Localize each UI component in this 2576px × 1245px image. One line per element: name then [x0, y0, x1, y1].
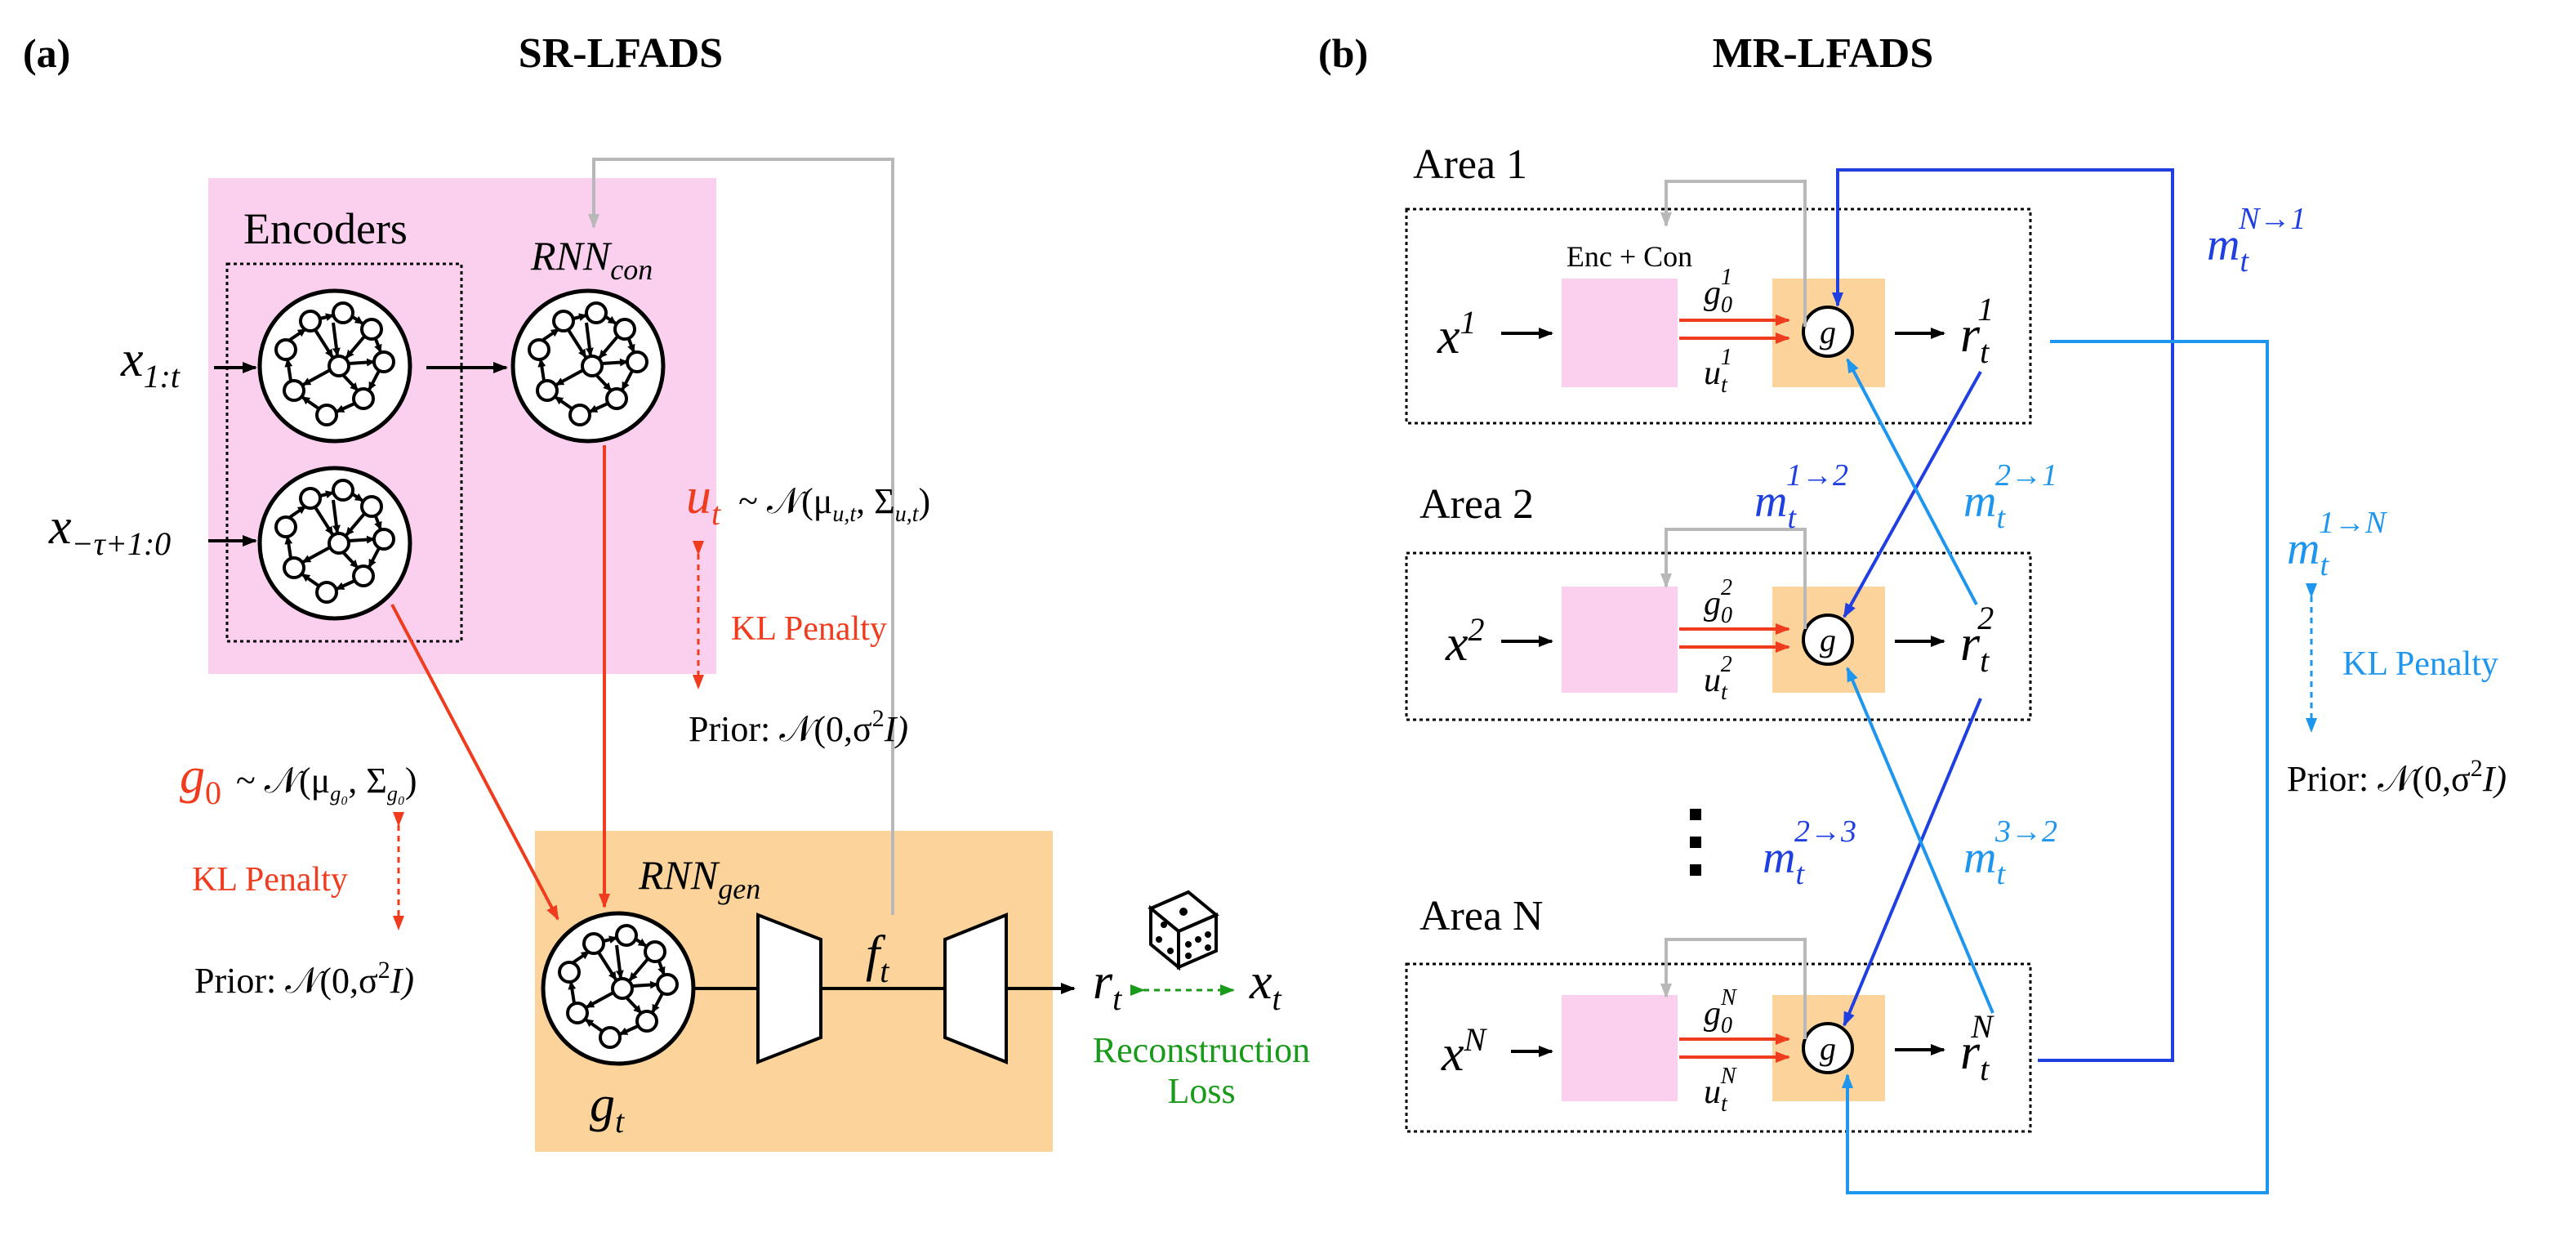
area-1-enc [1562, 279, 1678, 387]
area-2-label: Area 2 [1419, 481, 1534, 528]
svg-text:g0N: g0N [1704, 985, 1737, 1038]
g-t-label: gt [590, 1077, 625, 1140]
area-n-enc [1562, 995, 1678, 1101]
enc-con-label: Enc + Con [1567, 240, 1692, 273]
svg-text:rt1: rt1 [1960, 291, 1994, 370]
msg-1-to-n-arrow [1842, 340, 2269, 1194]
msg-3-to-2-arrow [1846, 667, 1994, 1014]
encoders-label: Encoders [243, 204, 408, 253]
msg-1-to-2-arrow [1843, 371, 1982, 618]
u-kl-label: KL Penalty [731, 610, 887, 648]
area-2-enc [1562, 587, 1678, 693]
msg-1-n-label: mt1→N [2287, 506, 2388, 582]
rnn-encoder-top [257, 288, 412, 444]
svg-text:g: g [1820, 622, 1836, 658]
msg-1-2-label: mt1→2 [1754, 458, 1848, 535]
ellipsis-dots [1690, 809, 1701, 876]
svg-text:rtN: rtN [1960, 1008, 1994, 1087]
svg-text:g: g [1820, 314, 1836, 350]
input-x-1t: x1:t [120, 332, 180, 395]
b-kl-label: KL Penalty [2342, 645, 2498, 683]
u-t-label: ut~ 𝒩(μu,t, Σu,t) [686, 469, 930, 532]
panel-a-label: (a) [23, 30, 70, 76]
area-n-label: Area N [1419, 893, 1544, 939]
msg-2-to-1-arrow [1846, 358, 1978, 605]
svg-text:rt2: rt2 [1960, 600, 1994, 679]
feedback-arrow-a [588, 158, 894, 915]
panel-b-title: MR-LFADS [1713, 30, 1934, 77]
svg-text:ut2: ut2 [1704, 652, 1732, 705]
svg-text:ut1: ut1 [1704, 345, 1732, 398]
f-t-label: ft [866, 926, 889, 989]
recon-label-1: Reconstruction [1093, 1030, 1310, 1070]
svg-text:xN: xN [1441, 1021, 1488, 1082]
msg-n-to-1-arrow [1832, 168, 2174, 1062]
area-1-internals: x1 g01 ut1 g rt1 [1437, 180, 1994, 398]
b-prior: Prior: 𝒩(0,σ2I) [2287, 755, 2507, 799]
msg-2-to-3-arrow [1843, 698, 1982, 1027]
u-prior: Prior: 𝒩(0,σ2I) [689, 705, 908, 749]
dice-icon [1148, 890, 1219, 971]
svg-text:x2: x2 [1445, 611, 1485, 672]
rnn-generator [541, 911, 696, 1066]
rnn-con-label: RNNcon [530, 233, 653, 286]
area-n-internals: xN g0N utN g rtN [1441, 938, 1994, 1117]
svg-text:g01: g01 [1704, 265, 1732, 318]
x-t-label: xt [1249, 954, 1282, 1017]
msg-2-3-label: mt2→3 [1763, 814, 1856, 891]
svg-text:g02: g02 [1704, 575, 1732, 628]
msg-3-2-label: mt3→2 [1963, 814, 2057, 891]
g0-label: g0~ 𝒩(μg₀, Σg₀) [180, 748, 417, 811]
rnn-encoder-bottom [257, 466, 412, 621]
recon-label-2: Loss [1167, 1071, 1235, 1111]
rnn-gen-label: RNNgen [638, 852, 760, 905]
svg-text:utN: utN [1704, 1064, 1737, 1117]
area-2-box [1405, 551, 2032, 721]
area-1-box [1405, 208, 2032, 425]
trapezoid-2 [943, 913, 1008, 1064]
encoders-dotted-box [225, 262, 463, 643]
svg-text:x1: x1 [1437, 304, 1477, 364]
g0-prior: Prior: 𝒩(0,σ2I) [194, 957, 414, 1001]
area-2-internals: x2 g02 ut2 g rt2 [1445, 528, 1994, 705]
g0-arrow [390, 604, 559, 921]
input-x-tau: x−τ+1:0 [48, 499, 171, 562]
trapezoid-1 [756, 913, 822, 1064]
msg-n-1-label: mtN→1 [2207, 202, 2306, 279]
panel-a-title: SR-LFADS [519, 30, 723, 77]
panel-b-label: (b) [1318, 30, 1368, 76]
svg-text:g: g [1820, 1030, 1836, 1067]
area-1-label: Area 1 [1413, 141, 1527, 188]
msg-2-1-label: mt2→1 [1963, 458, 2057, 535]
area-n-box [1405, 962, 2032, 1133]
r-t-label: rt [1093, 954, 1122, 1017]
g0-kl-label: KL Penalty [192, 861, 348, 899]
rnn-controller [510, 288, 666, 444]
